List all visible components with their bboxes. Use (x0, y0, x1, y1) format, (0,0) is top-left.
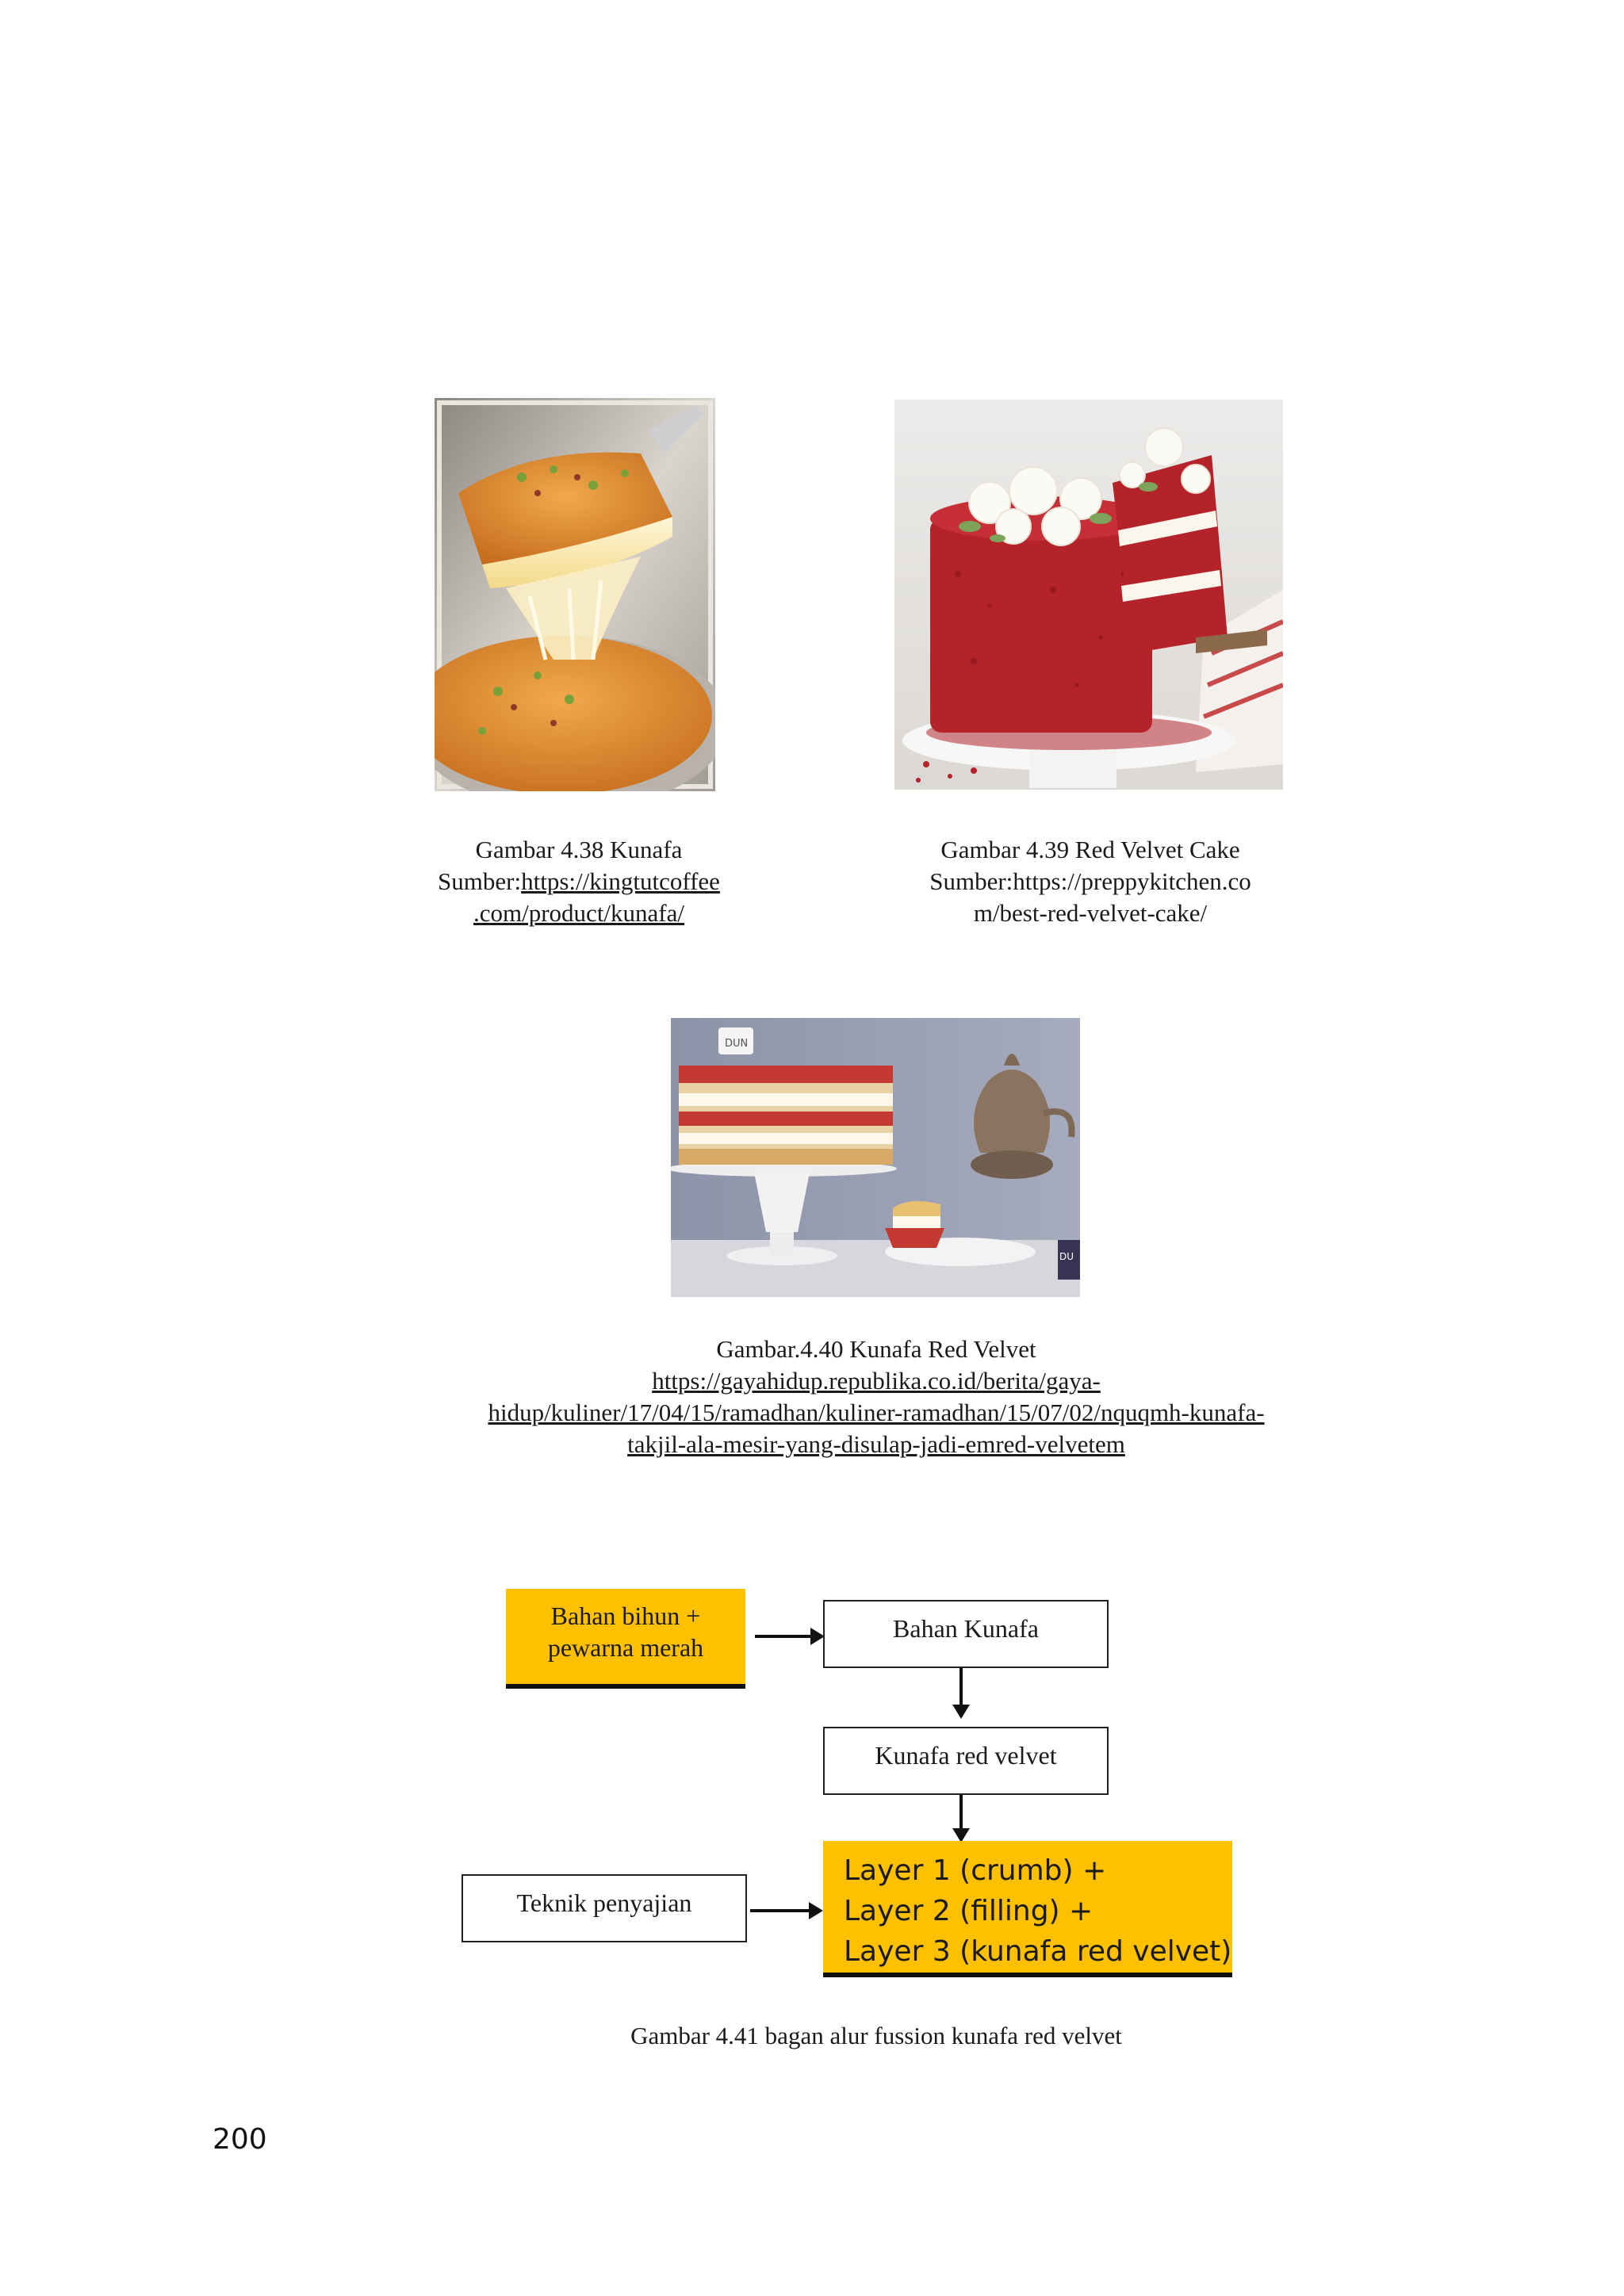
kunafa-red-velvet-photo: DUN DU (671, 1018, 1080, 1297)
flowchart-caption: Gambar 4.41 bagan alur fussion kunafa re… (630, 2022, 1122, 2049)
ingredient-box: Bahan bihun + pewarna merah (506, 1589, 745, 1689)
figure-4-39-caption: Gambar 4.39 Red Velvet Cake Sumber:https… (896, 834, 1285, 929)
brand-label: DU (1059, 1251, 1074, 1262)
figure-title: Gambar.4.40 Kunafa Red Velvet (716, 1335, 1036, 1363)
red-velvet-cake-photo (894, 400, 1283, 790)
kunafa-base-label: Bahan Kunafa (893, 1614, 1039, 1643)
figure-title: Gambar 4.39 Red Velvet Cake (940, 836, 1240, 863)
page-number: 200 (213, 2123, 267, 2156)
layer-2: Layer 2 (filling) + (844, 1895, 1094, 1927)
figure-4-38-caption: Gambar 4.38 Kunafa Sumber:https://kingtu… (412, 834, 745, 929)
layer-3: Layer 3 (kunafa red velvet) (844, 1935, 1232, 1968)
source-link-continued[interactable]: hidup/kuliner/17/04/15/ramadhan/kuliner-… (488, 1399, 1265, 1426)
arrow-ingredient-to-kunafa (755, 1628, 825, 1645)
kunafa-red-velvet-label: Kunafa red velvet (875, 1741, 1057, 1770)
figure-source: Sumber:https://preppykitchen.co (929, 867, 1251, 895)
source-prefix: Sumber: (438, 867, 522, 895)
dunkin-logo-text: DUN (725, 1038, 748, 1050)
technique-box: Teknik penyajian (462, 1874, 747, 1942)
figure-4-40-caption: Gambar.4.40 Kunafa Red Velvet https://ga… (444, 1334, 1308, 1460)
figure-title: Gambar 4.38 Kunafa (475, 836, 683, 863)
layer-1: Layer 1 (crumb) + (844, 1854, 1107, 1887)
source-link-continued[interactable]: .com/product/kunafa/ (473, 899, 684, 927)
source-link[interactable]: https://gayahidup.republika.co.id/berita… (652, 1367, 1101, 1395)
figure-source: Sumber:https://kingtutcoffee (412, 866, 745, 897)
ingredient-box-text: Bahan bihun + pewarna merah (548, 1600, 703, 1663)
figure-4-41-caption: Gambar 4.41 bagan alur fussion kunafa re… (444, 2020, 1308, 2052)
arrow-base-to-red-velvet (952, 1668, 970, 1719)
kunafa-red-velvet-box: Kunafa red velvet (823, 1727, 1109, 1795)
figure-source-continued: m/best-red-velvet-cake/ (973, 899, 1208, 927)
technique-label: Teknik penyajian (516, 1888, 692, 1917)
kunafa-photo (435, 398, 715, 791)
kunafa-base-box: Bahan Kunafa (823, 1600, 1109, 1668)
layers-box: Layer 1 (crumb) + Layer 2 (filling) + La… (823, 1841, 1232, 1977)
arrow-red-velvet-to-layers (952, 1795, 970, 1843)
layers-text: Layer 1 (crumb) + Layer 2 (filling) + La… (844, 1850, 1231, 1972)
ingredient-line-2: pewarna merah (547, 1633, 704, 1662)
arrow-technique-to-layers (750, 1902, 823, 1919)
source-link-continued[interactable]: takjil-ala-mesir-yang-disulap-jadi-emred… (627, 1430, 1125, 1458)
source-link[interactable]: https://kingtutcoffee (521, 867, 720, 895)
ingredient-line-1: Bahan bihun + (550, 1601, 701, 1630)
